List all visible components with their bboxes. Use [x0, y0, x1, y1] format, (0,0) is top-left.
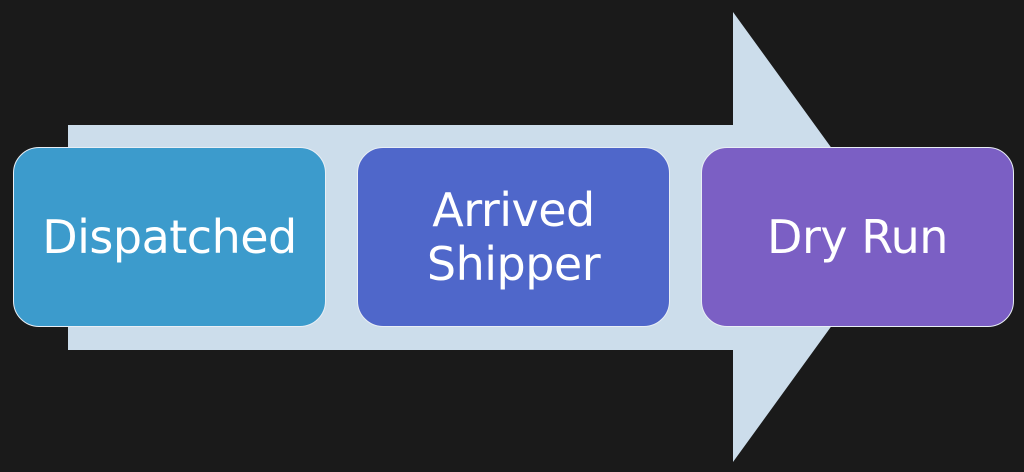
step-label: Dry Run: [767, 210, 948, 264]
step-arrived-shipper: Arrived Shipper: [357, 147, 670, 327]
step-label: Arrived Shipper: [426, 183, 601, 291]
step-label: Dispatched: [42, 210, 297, 264]
step-dry-run: Dry Run: [701, 147, 1014, 327]
step-dispatched: Dispatched: [13, 147, 326, 327]
